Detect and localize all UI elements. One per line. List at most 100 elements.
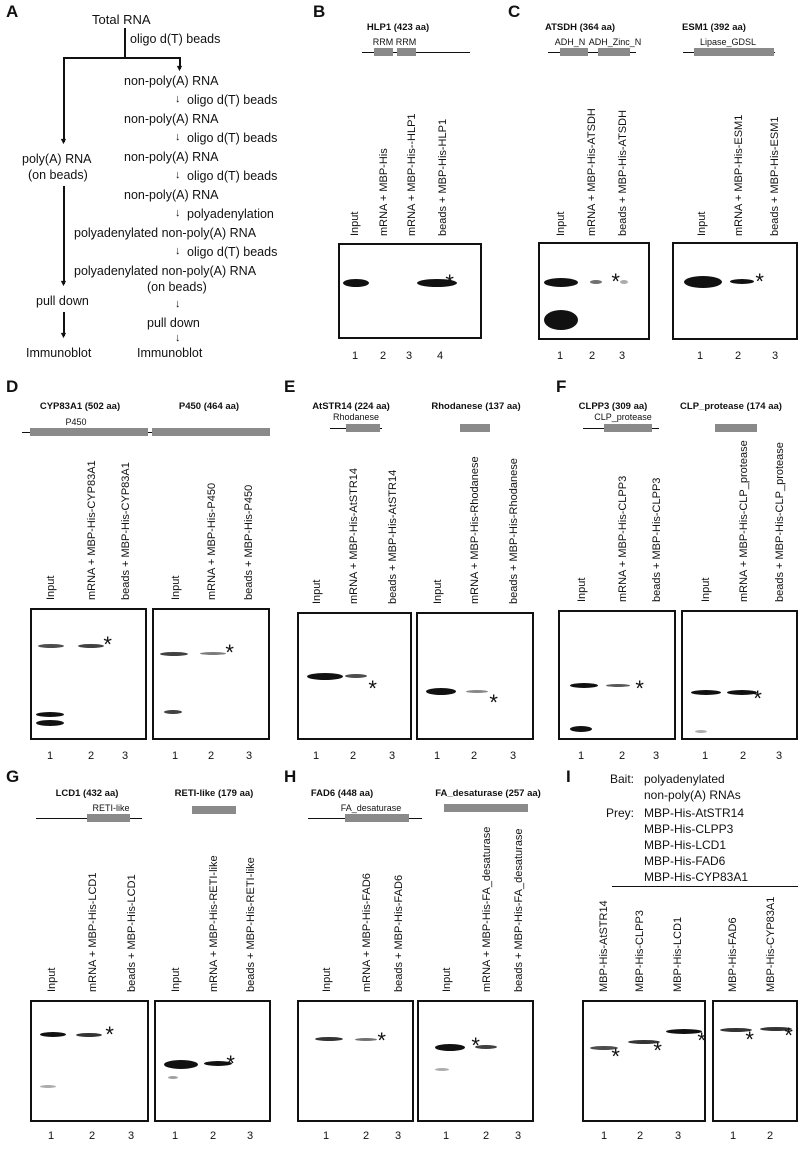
non-polya-3: non-poly(A) RNA [124,150,219,164]
panel-letter-b: B [313,2,326,21]
lane-number: 1 [600,1130,608,1142]
protein-title: FA_desaturase (257 aa) [435,788,541,799]
lane-label: Input [555,211,567,236]
panel-letter-f: F [556,377,567,396]
pull-down-left: pull down [36,294,89,308]
lane-label: beads + MBP-His-RETI-like [245,857,257,992]
domain-rhodanese: Rhodanese [332,412,380,422]
lane-label: mRNA + MBP-His-FAD6 [361,873,373,992]
lane-number: 3 [388,750,396,762]
panel-letter-g: G [6,767,20,786]
lane-label: Input [441,967,453,992]
lane-number: 2 [209,1130,217,1142]
band-marker: * [225,640,234,665]
band-marker: * [611,269,620,294]
lane-label: Input [576,577,588,602]
lane-number: 1 [577,750,585,762]
lane-number: 1 [47,1130,55,1142]
western-blot [152,608,270,740]
lane-label: beads + MBP-His-ESM1 [769,116,781,236]
protein-title: ESM1 (392 aa) [682,22,746,33]
prey-label: Prey: [606,806,635,820]
lane-label: MBP-His-FAD6 [727,917,739,992]
lane-number: 2 [349,750,357,762]
non-polya-2: non-poly(A) RNA [124,112,219,126]
lane-number: 2 [88,1130,96,1142]
lane-label: MBP-His-AtSTR14 [598,900,610,992]
oligo-beads-5: oligo d(T) beads [187,245,278,259]
oligo-beads-2: oligo d(T) beads [187,93,278,107]
lane-number: 1 [696,350,704,362]
lane-label: beads + MBP-His-FA_desaturase [513,828,525,992]
lane-label: mRNA + MBP-His-RETI-like [208,855,220,992]
lane-number: 2 [207,750,215,762]
band-marker: * [784,1023,793,1048]
bait-line-1: polyadenylated [644,772,725,786]
domain-rrm-1: RRM [372,37,394,47]
pull-down-right: pull down [147,316,200,330]
panel-letter-c: C [508,2,521,21]
lane-label: mRNA + MBP-His-CYP83A1 [86,460,98,600]
lane-number: 1 [729,1130,737,1142]
lane-number: 1 [322,1130,330,1142]
lane-label: Input [696,211,708,236]
lane-number: 2 [739,750,747,762]
western-blot [30,1000,149,1122]
lane-number: 1 [171,1130,179,1142]
lane-number: 3 [775,750,783,762]
lane-label: beads + MBP-His-CLPP3 [651,477,663,602]
lane-number: 1 [433,750,441,762]
polyadenylated-rna-1: polyadenylated non-poly(A) RNA [74,226,257,240]
band-marker: * [697,1028,706,1053]
lane-label: beads + MBP-His-CYP83A1 [120,462,132,600]
prey-item: MBP-His-CLPP3 [644,822,734,836]
lane-number: 1 [171,750,179,762]
panel-letter-e: E [284,377,296,396]
domain-rrm-2: RRM [395,37,417,47]
non-polya-4: non-poly(A) RNA [124,188,219,202]
domain-clp-protease: CLP_protease [594,412,652,422]
western-blot [338,243,482,339]
lane-label: Input [311,579,323,604]
lane-number: 2 [636,1130,644,1142]
panel-letter-d: D [6,377,19,396]
domain-lipase-gdsl: Lipase_GDSL [699,37,757,47]
protein-title: CYP83A1 (502 aa) [39,401,121,412]
lane-label: Input [170,575,182,600]
protein-title: CLP_protease (174 aa) [680,401,782,412]
protein-title: RETI-like (179 aa) [174,788,254,799]
lane-number: 2 [87,750,95,762]
lane-label: mRNA + MBP-His-CLP_protease [738,440,750,602]
lane-number: 1 [701,750,709,762]
panel-letter-i: I [566,767,571,786]
lane-label: beads + MBP-His-HLP1 [437,118,449,236]
domain-p450: P450 [65,417,87,427]
oligo-beads-3: oligo d(T) beads [187,131,278,145]
lane-number: 3 [652,750,660,762]
lane-number: 3 [674,1130,682,1142]
immunoblot-left: Immunoblot [26,346,92,360]
lane-label: beads + MBP-His-ATSDH [617,109,629,236]
lane-number: 3 [618,350,626,362]
western-blot [297,1000,414,1122]
lane-number: 2 [379,350,387,362]
western-blot [417,1000,534,1122]
prey-item: MBP-His-AtSTR14 [644,806,745,820]
lane-label: beads + MBP-His-CLP_protease [774,442,786,602]
non-polya-1: non-poly(A) RNA [124,74,219,88]
lane-number: 3 [514,1130,522,1142]
lane-label: Input [700,577,712,602]
western-blot [558,610,676,740]
lane-label: Input [349,211,361,236]
lane-number: 1 [351,350,359,362]
western-blot [538,242,650,340]
protein-title: P450 (464 aa) [178,401,240,412]
lane-label: mRNA + MBP-His-Rhodanese [469,456,481,604]
lane-number: 3 [394,1130,402,1142]
lane-label: Input [45,575,57,600]
protein-title: FAD6 (448 aa) [310,788,374,799]
lane-number: 2 [588,350,596,362]
western-blot [582,1000,706,1122]
lane-label: mRNA + MBP-His-LCD1 [87,872,99,993]
total-rna-label: Total RNA [92,12,151,27]
